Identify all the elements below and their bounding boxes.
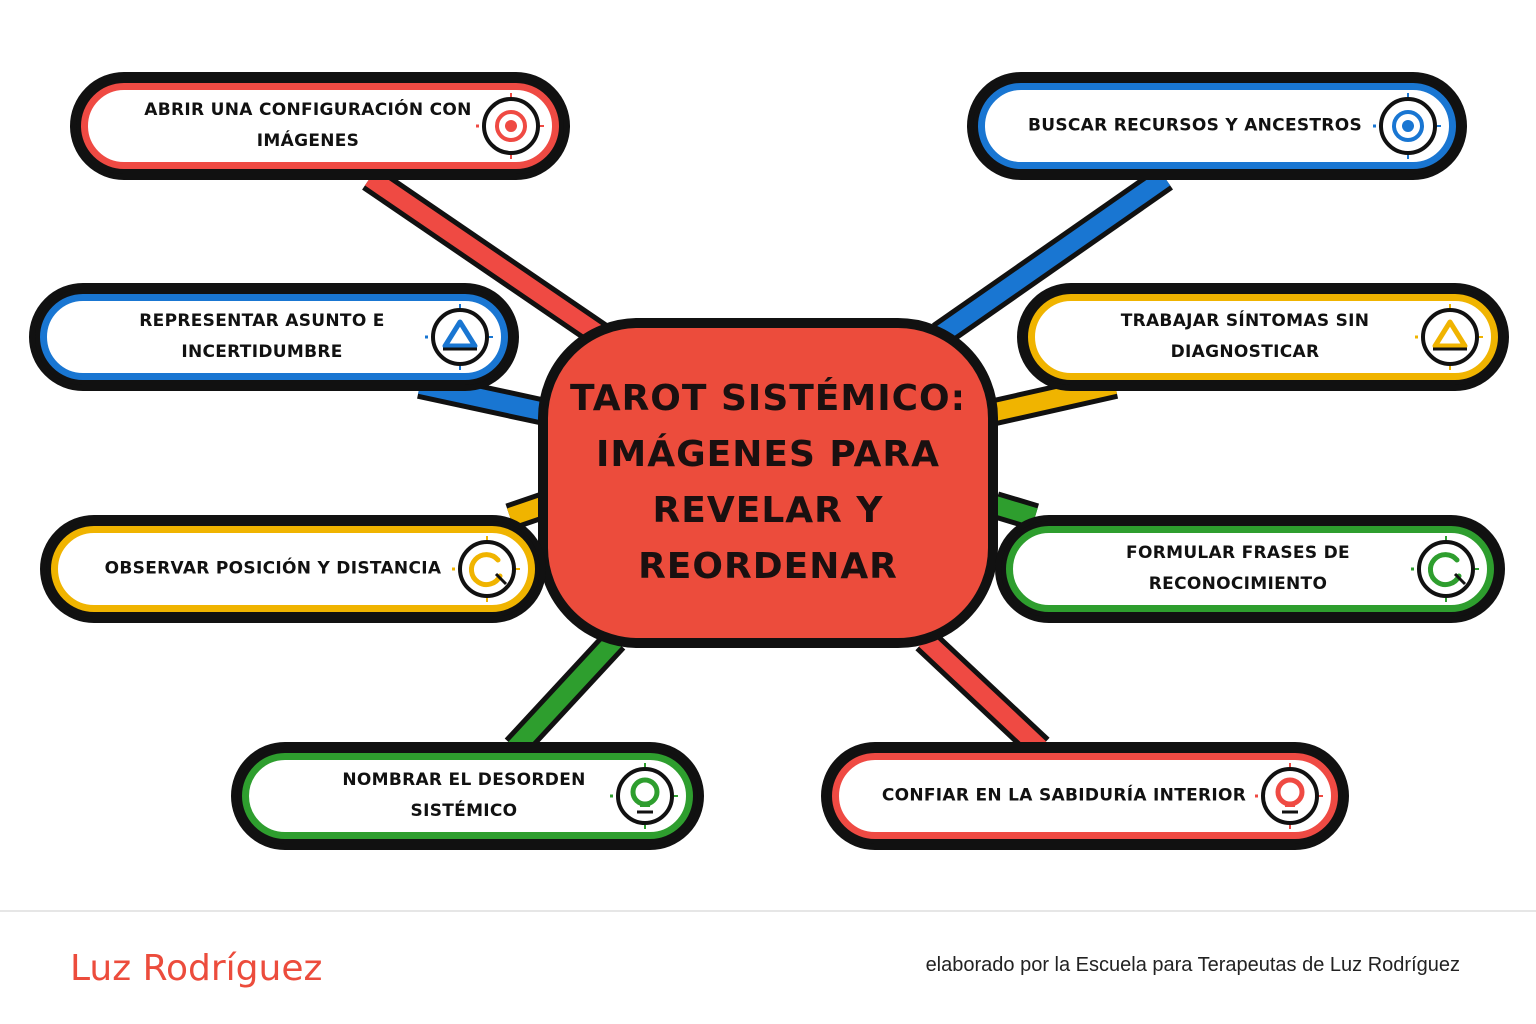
- central-topic: TAROT SISTÉMICO: IMÁGENES PARA REVELAR Y…: [538, 318, 998, 648]
- lightbulb-icon: [1255, 763, 1323, 829]
- refresh-icon: [1411, 536, 1479, 602]
- node-label: REPRESENTAR ASUNTO E INCERTIDUMBRE: [139, 311, 385, 362]
- node-label: BUSCAR RECURSOS Y ANCESTROS: [1027, 115, 1362, 136]
- node-nombrar-desorden: NOMBRAR EL DESORDEN SISTÉMICO: [231, 742, 704, 850]
- node-observar-posicion: OBSERVAR POSICIÓN Y DISTANCIA: [40, 515, 546, 623]
- footer-divider: [0, 910, 1536, 912]
- node-label: NOMBRAR EL DESORDEN SISTÉMICO: [342, 770, 586, 821]
- target-icon: [476, 93, 544, 159]
- triangle-icon: [1415, 304, 1483, 370]
- refresh-icon: [452, 536, 520, 602]
- lightbulb-icon: [610, 763, 678, 829]
- node-body: REPRESENTAR ASUNTO E INCERTIDUMBRE: [40, 294, 508, 380]
- node-body: TRABAJAR SÍNTOMAS SIN DIAGNOSTICAR: [1028, 294, 1498, 380]
- connector-line: [992, 496, 1038, 526]
- node-label: CONFIAR EN LA SABIDURÍA INTERIOR: [881, 785, 1247, 806]
- node-trabajar-sintomas: TRABAJAR SÍNTOMAS SIN DIAGNOSTICAR: [1017, 283, 1509, 391]
- node-body: ABRIR UNA CONFIGURACIÓN CON IMÁGENES: [81, 83, 559, 169]
- node-body: FORMULAR FRASES DE RECONOCIMIENTO: [1006, 526, 1494, 612]
- node-label: TRABAJAR SÍNTOMAS SIN DIAGNOSTICAR: [1120, 311, 1370, 362]
- connector-line: [508, 633, 622, 755]
- connector-line: [934, 170, 1171, 343]
- node-body: CONFIAR EN LA SABIDURÍA INTERIOR: [832, 753, 1338, 839]
- node-representar-asunto: REPRESENTAR ASUNTO E INCERTIDUMBRE: [29, 283, 519, 391]
- connector-line: [918, 633, 1047, 755]
- triangle-icon: [425, 304, 493, 370]
- node-body: NOMBRAR EL DESORDEN SISTÉMICO: [242, 753, 693, 839]
- author-signature: Luz Rodríguez: [70, 948, 323, 989]
- node-body: OBSERVAR POSICIÓN Y DISTANCIA: [51, 526, 535, 612]
- target-icon: [1373, 93, 1441, 159]
- node-confiar-sabiduria: CONFIAR EN LA SABIDURÍA INTERIOR: [821, 742, 1349, 850]
- node-abrir-configuracion: ABRIR UNA CONFIGURACIÓN CON IMÁGENES: [70, 72, 570, 180]
- node-label: FORMULAR FRASES DE RECONOCIMIENTO: [1126, 543, 1350, 594]
- node-formular-frases: FORMULAR FRASES DE RECONOCIMIENTO: [995, 515, 1505, 623]
- node-label: ABRIR UNA CONFIGURACIÓN CON IMÁGENES: [144, 100, 472, 151]
- node-buscar-recursos: BUSCAR RECURSOS Y ANCESTROS: [967, 72, 1467, 180]
- credit-text: elaborado por la Escuela para Terapeutas…: [925, 954, 1460, 976]
- node-label: OBSERVAR POSICIÓN Y DISTANCIA: [104, 558, 442, 579]
- node-body: BUSCAR RECURSOS Y ANCESTROS: [978, 83, 1456, 169]
- central-topic-title: TAROT SISTÉMICO: IMÁGENES PARA REVELAR Y…: [569, 378, 967, 587]
- connector-line: [364, 170, 606, 343]
